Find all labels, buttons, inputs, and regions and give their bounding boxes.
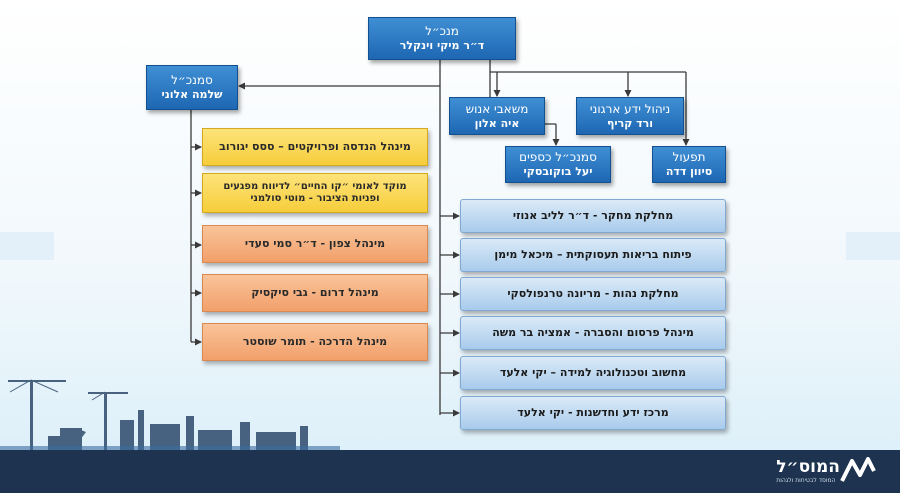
operations-name: סיוון דדה	[665, 165, 713, 179]
knowledge-box: ניהול ידע ארגוני ורד קריף	[576, 97, 684, 135]
unit-knowledge-center-label: מרכז ידע וחדשנות - יקי אלעד	[517, 406, 669, 420]
unit-training: מינהל הדרכה - תומר שוסטר	[202, 323, 428, 361]
left-side-tab	[0, 232, 54, 260]
unit-publicity-label: מינהל פרסום והסברה - אמציה בר משה	[492, 326, 694, 340]
unit-south-label: מינהל דרום - גבי סיקסיק	[251, 286, 379, 300]
unit-north-label: מינהל צפון - ד״ר סמי סעדי	[244, 237, 386, 251]
ceo-title: מנכ״ל	[425, 24, 459, 39]
unit-research-label: מחלקת מחקר - ד״ר לליב אנוזי	[512, 209, 674, 223]
unit-computing: מחשוב וטכנולוגיה למידה – יקי אלעד	[460, 356, 726, 390]
industrial-skyline-illustration	[0, 379, 340, 452]
deputy-box: סמנכ״ל שלמה אלוני	[146, 65, 238, 110]
unit-research: מחלקת מחקר - ד״ר לליב אנוזי	[460, 199, 726, 233]
unit-north: מינהל צפון - ד״ר סמי סעדי	[202, 225, 428, 263]
unit-training-label: מינהל הדרכה - תומר שוסטר	[242, 335, 388, 349]
knowledge-name: ורד קריף	[606, 116, 654, 130]
logo-tagline: המוסד לבטיחות ולגהות	[776, 476, 836, 484]
unit-engineering: מינהל הנדסה ופרויקטים – ססס יגורוב	[202, 128, 428, 166]
unit-engineering-label: מינהל הנדסה ופרויקטים – ססס יגורוב	[219, 140, 411, 154]
unit-hotline: מוקד לאומי ״קו החיים״ לדיווח מפגעים ופני…	[202, 173, 428, 213]
unit-protocols: מחלקת נהות - מריונה טרנפולסקי	[460, 277, 726, 311]
operations-title: תפעול	[672, 150, 706, 165]
unit-hotline-label: מוקד לאומי ״קו החיים״ לדיווח מפגעים ופני…	[223, 180, 407, 205]
deputy-title: סמנכ״ל	[171, 73, 213, 88]
unit-computing-label: מחשוב וטכנולוגיה למידה – יקי אלעד	[499, 366, 687, 380]
knowledge-title: ניהול ידע ארגוני	[589, 101, 671, 116]
unit-protocols-label: מחלקת נהות - מריונה טרנפולסקי	[507, 287, 679, 301]
unit-occupational-health: פיתוח בריאות תעסוקתית – מיכאל מימן	[460, 238, 726, 272]
hr-box: משאבי אנוש איה אלון	[449, 97, 545, 135]
unit-publicity: מינהל פרסום והסברה - אמציה בר משה	[460, 316, 726, 350]
logo-mark-icon	[840, 457, 876, 482]
unit-occupational-health-label: פיתוח בריאות תעסוקתית – מיכאל מימן	[494, 248, 692, 262]
right-side-tab	[846, 232, 900, 260]
logo: המוס״ל המוסד לבטיחות ולגהות	[770, 456, 876, 484]
ceo-name: ד״ר מיקי וינקלר	[399, 39, 485, 53]
deputy-name: שלמה אלוני	[161, 88, 223, 102]
ceo-box: מנכ״ל ד״ר מיקי וינקלר	[368, 17, 516, 60]
finance-box: סמנכ״ל כספים יעל בוקובסקי	[505, 146, 611, 183]
finance-name: יעל בוקובסקי	[523, 165, 593, 179]
unit-knowledge-center: מרכז ידע וחדשנות - יקי אלעד	[460, 396, 726, 430]
hr-name: איה אלון	[474, 116, 520, 130]
operations-box: תפעול סיוון דדה	[652, 146, 726, 183]
finance-title: סמנכ״ל כספים	[519, 150, 597, 165]
footer-bar	[0, 450, 900, 493]
unit-south: מינהל דרום - גבי סיקסיק	[202, 274, 428, 312]
logo-name: המוס״ל	[776, 456, 840, 477]
hr-title: משאבי אנוש	[465, 101, 529, 116]
